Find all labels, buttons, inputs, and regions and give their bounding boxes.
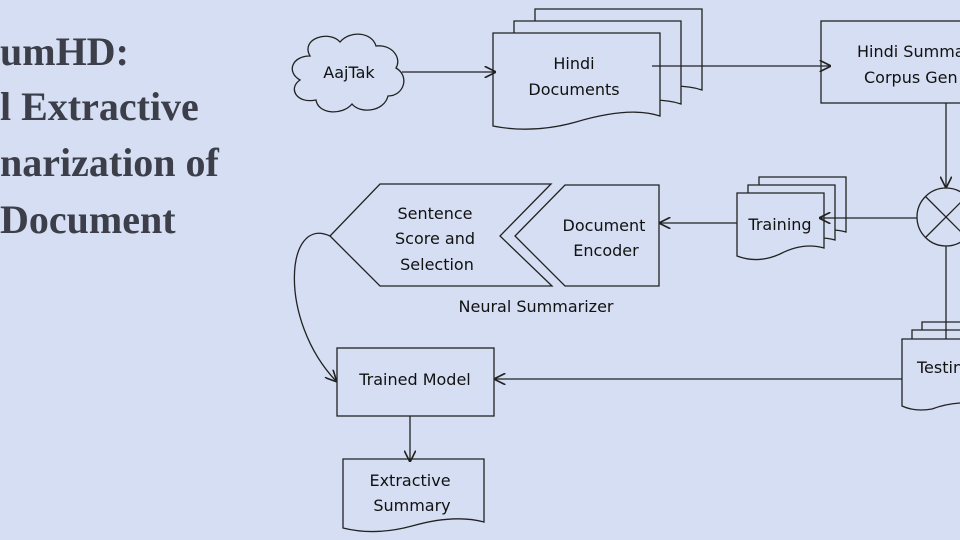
doc-encoder-label-1: Document [563, 216, 646, 235]
training-label: Training [747, 215, 811, 234]
sentence-score-label-1: Sentence [397, 204, 472, 223]
extractive-summary-label-2: Summary [373, 496, 450, 515]
doc-encoder-label-2: Encoder [573, 241, 639, 260]
sentence-score-box: Sentence Score and Selection [329, 183, 554, 287]
title-line-2: l Extractive [0, 84, 199, 129]
sentence-score-label-3: Selection [400, 255, 474, 274]
hindi-documents-stack: Hindi Documents [492, 8, 703, 130]
testing-label: Testin [916, 358, 960, 377]
hindi-docs-label-2: Documents [528, 80, 619, 99]
title-line-4: Document [0, 197, 176, 242]
extractive-summary-label-1: Extractive [369, 471, 450, 490]
aajtak-label: AajTak [323, 63, 375, 82]
sentence-score-label-2: Score and [395, 229, 475, 248]
neural-summarizer-label: Neural Summarizer [459, 297, 614, 316]
corpus-generation-box: Hindi Summa Corpus Gen [820, 20, 960, 104]
trained-model-label: Trained Model [358, 370, 471, 389]
split-node [916, 187, 960, 247]
document-encoder-box: Document Encoder [514, 184, 660, 287]
title-line-3: narization of [0, 140, 219, 185]
trained-model-box: Trained Model [336, 347, 495, 417]
training-docs-stack: Training [736, 176, 847, 261]
aajtak-cloud: AajTak [291, 33, 405, 113]
testing-docs-stack: Testin [901, 321, 960, 411]
corpus-gen-label-2: Corpus Gen [864, 68, 958, 87]
arrow-selection-to-model [293, 232, 336, 381]
hindi-docs-label-1: Hindi [553, 54, 594, 73]
title-line-1: umHD: [0, 29, 129, 74]
corpus-gen-label-1: Hindi Summa [857, 42, 960, 61]
extractive-summary-doc: Extractive Summary [342, 458, 485, 533]
